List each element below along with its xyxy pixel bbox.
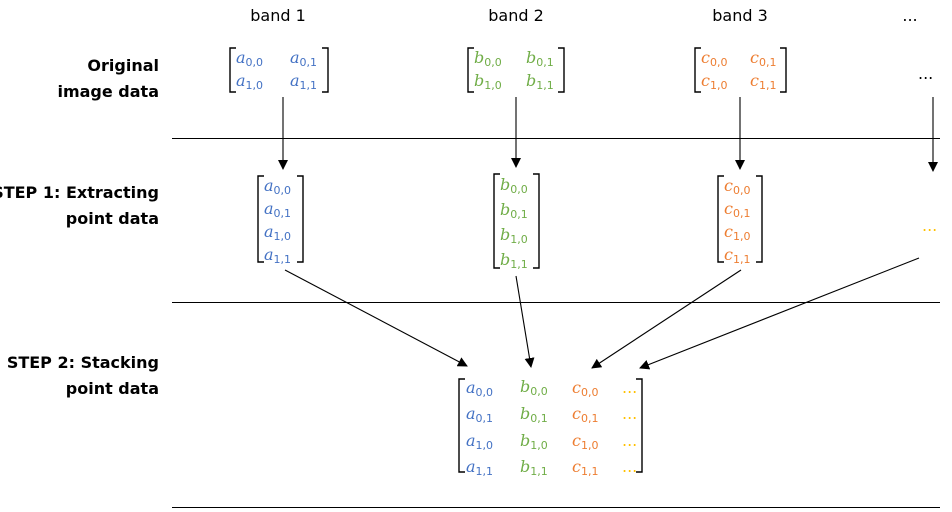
bracket <box>493 173 500 269</box>
stacked-ellipsis: ... <box>622 404 638 423</box>
original-more-ellipsis: ... <box>918 64 934 83</box>
divider-3 <box>172 507 940 508</box>
arrow <box>515 275 535 368</box>
stacked-entry: b1,0 <box>520 431 548 452</box>
stacked-entry: b0,1 <box>520 404 548 425</box>
vector-entry: c0,0 <box>724 176 751 197</box>
row-label-step2-line2: point data <box>65 379 159 398</box>
row-label-step2-line1: STEP 2: Stacking <box>6 353 159 372</box>
matrix-entry: a0,0 <box>236 48 264 69</box>
row-label-original-line1: Original <box>87 56 159 75</box>
matrix-entry: c0,0 <box>701 48 728 69</box>
stacked-entry: a0,0 <box>466 378 494 399</box>
stacked-entry: c0,1 <box>572 404 599 425</box>
stacked-entry: c1,0 <box>572 431 599 452</box>
header-more-bands: ... <box>902 6 918 25</box>
bracket <box>756 175 763 263</box>
vector-entry: c1,0 <box>724 222 751 243</box>
matrix-entry: c1,0 <box>701 71 728 92</box>
bracket <box>558 47 565 93</box>
row-label-step2: STEP 2: Stacking point data <box>7 350 159 402</box>
vector-entry: b1,1 <box>500 250 528 271</box>
vector-entry: a1,1 <box>264 245 292 266</box>
stacked-ellipsis: ... <box>622 431 638 450</box>
header-band-3: band 3 <box>712 6 768 25</box>
vector-entry: b0,0 <box>500 175 528 196</box>
header-band-2: band 2 <box>488 6 544 25</box>
bracket <box>694 47 701 93</box>
matrix-entry: b0,1 <box>526 48 554 69</box>
stacked-entry: a1,0 <box>466 431 494 452</box>
row-label-step1: STEP 1: Extracting point data <box>0 180 159 232</box>
bracket <box>297 175 304 263</box>
matrix-entry: b1,0 <box>474 71 502 92</box>
matrix-entry: a1,0 <box>236 71 264 92</box>
bracket <box>229 47 236 93</box>
arrow <box>591 269 742 369</box>
row-label-original-line2: image data <box>57 82 159 101</box>
matrix-entry: a1,1 <box>290 71 318 92</box>
vector-entry: c0,1 <box>724 199 751 220</box>
bracket <box>780 47 787 93</box>
stacked-entry: b0,0 <box>520 377 548 398</box>
bracket <box>467 47 474 93</box>
vector-entry: a1,0 <box>264 222 292 243</box>
matrix-entry: c0,1 <box>750 48 777 69</box>
matrix-entry: c1,1 <box>750 71 777 92</box>
bracket <box>458 378 465 473</box>
stacked-ellipsis: ... <box>622 378 638 397</box>
stacked-ellipsis: ... <box>622 457 638 476</box>
row-label-original: Original image data <box>57 53 159 105</box>
stacked-entry: c0,0 <box>572 378 599 399</box>
bracket <box>717 175 724 263</box>
vector-entry: b0,1 <box>500 200 528 221</box>
bracket <box>533 173 540 269</box>
row-label-step1-line2: point data <box>65 209 159 228</box>
vector-entry: b1,0 <box>500 225 528 246</box>
row-label-step1-line1: STEP 1: Extracting <box>0 183 159 202</box>
divider-2 <box>172 302 940 303</box>
vector-entry: c1,1 <box>724 245 751 266</box>
header-band-1: band 1 <box>250 6 306 25</box>
bracket <box>322 47 329 93</box>
bracket <box>636 378 643 473</box>
vector-entry: a0,1 <box>264 199 292 220</box>
step1-more-ellipsis: ... <box>922 216 938 235</box>
stacked-entry: a1,1 <box>466 457 494 478</box>
matrix-entry: b0,0 <box>474 48 502 69</box>
arrow <box>284 269 468 367</box>
matrix-entry: b1,1 <box>526 71 554 92</box>
stacked-entry: a0,1 <box>466 404 494 425</box>
divider-1 <box>172 138 940 139</box>
vector-entry: a0,0 <box>264 176 292 197</box>
matrix-entry: a0,1 <box>290 48 318 69</box>
bracket <box>257 175 264 263</box>
arrow <box>639 257 920 370</box>
stacked-entry: b1,1 <box>520 457 548 478</box>
stacked-entry: c1,1 <box>572 457 599 478</box>
